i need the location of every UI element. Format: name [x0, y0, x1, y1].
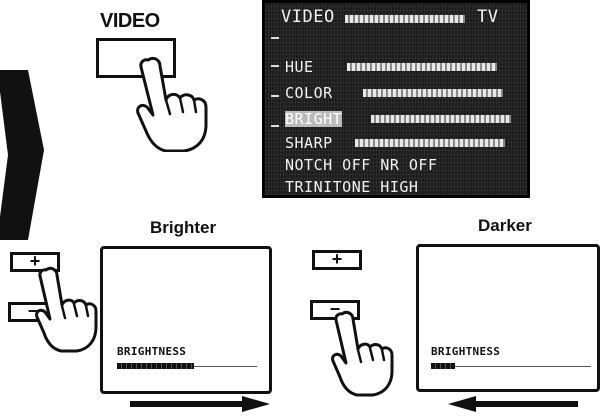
video-menu-screen: VIDEO TV HUE COLOR BRIGHT SHARP NOTCH OF… [262, 0, 530, 198]
pointing-hand-icon [134, 52, 212, 152]
menu-pointer [271, 125, 279, 127]
pointing-hand-icon [330, 306, 396, 402]
sharp-level-bar [355, 139, 505, 147]
brighter-heading: Brighter [150, 218, 216, 238]
tv-screen-darker: BRIGHTNESS [416, 244, 600, 392]
menu-item-color[interactable]: COLOR [285, 85, 333, 101]
menu-title-bar [345, 15, 465, 23]
menu-pointer [271, 95, 279, 97]
menu-item-trinitone[interactable]: TRINITONE HIGH [285, 179, 418, 195]
menu-item-hue[interactable]: HUE [285, 59, 314, 75]
darker-heading: Darker [478, 216, 532, 236]
bright-level-bar [371, 115, 511, 123]
brightness-level-fill [431, 363, 455, 369]
hue-level-bar [347, 63, 497, 71]
pointing-hand-icon [34, 262, 100, 358]
color-level-bar [363, 89, 503, 97]
menu-item-bright[interactable]: BRIGHT [285, 111, 342, 127]
brightness-level-fill [117, 363, 194, 369]
menu-title: VIDEO [281, 9, 335, 25]
menu-item-notch-nr[interactable]: NOTCH OFF NR OFF [285, 157, 438, 173]
brightness-track [431, 366, 591, 367]
menu-pointer [271, 37, 279, 39]
brightness-label: BRIGHTNESS [431, 345, 500, 358]
menu-pointer [271, 65, 279, 67]
tv-screen-brighter: BRIGHTNESS [100, 246, 272, 394]
arrow-left-icon [448, 396, 578, 412]
menu-item-sharp[interactable]: SHARP [285, 135, 333, 151]
brightness-plus-key[interactable]: + [312, 250, 362, 270]
arrow-right-icon [130, 396, 270, 412]
brightness-label: BRIGHTNESS [117, 345, 186, 358]
right-chevron-arrow-icon [0, 70, 46, 240]
menu-mode-label: TV [477, 9, 498, 25]
video-button-label: VIDEO [100, 10, 160, 33]
